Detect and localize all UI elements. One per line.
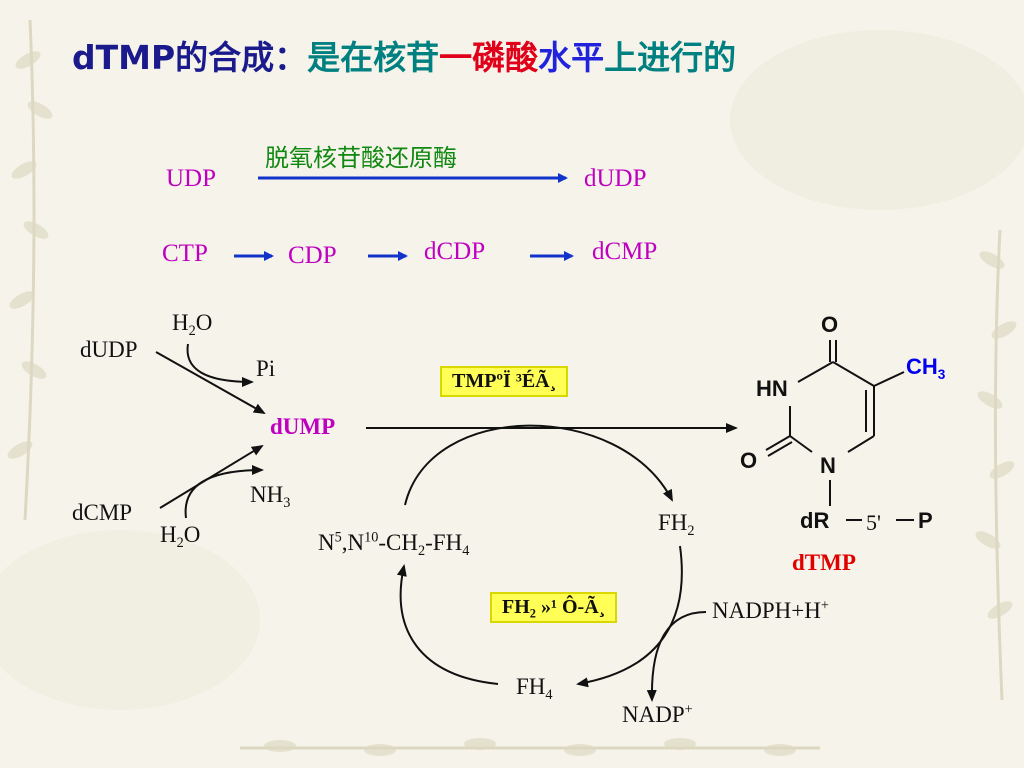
pi-label: Pi [256,356,276,381]
structure-p: P [918,508,933,533]
dcdp-label: dCDP [424,238,486,265]
fh2-label: FH2 [658,510,695,539]
dudp-pathway-label: dUDP [80,337,138,362]
structure-dr: dR [800,508,830,533]
methylene-thf-label: N5,N10-CH2-FH4 [318,529,470,559]
nadp-label: NADP+ [622,701,693,727]
cdp-label: CDP [288,242,337,269]
dcmp-pathway-label: dCMP [72,500,133,525]
dump-label: dUMP [270,414,336,439]
h2o-in-pi-out-curve [186,343,254,387]
cofactor-to-fh2-arc [404,424,673,506]
structure-o-top: O [821,312,839,337]
title-part-1: 是在 [307,38,374,77]
nh3-label: NH3 [250,482,291,511]
dcmp-top-label: dCMP [592,238,658,265]
reductase-enzyme-label: 脱氧核苷酸还原酶 [265,144,457,172]
nadph-label: NADPH+H+ [712,597,829,623]
structure-ch3: CH3 [906,354,946,382]
title-part-2: 核苷 [373,38,440,77]
h2o-in-nh3-out-curve [184,465,264,519]
title-part-3: 一磷酸 [439,38,539,77]
h2o-top-label: H2O [172,310,213,339]
fh4-to-cofactor-arc [396,564,499,685]
dudp-to-dump-arrow [155,351,266,414]
structure-n: N [820,453,836,478]
structure-hn: HN [756,376,788,401]
structure-o-left: O [740,448,758,473]
title-part-4: 水平 [538,38,605,77]
slide-title: dTMP的合成：是在核苷一磷酸水平上进行的 [72,38,736,78]
nadph-to-nadp-curve [646,611,707,702]
fh4-label: FH4 [516,674,553,703]
dudp-label: dUDP [584,165,647,192]
title-prefix: dTMP的合成： [72,38,308,77]
ctp-label: CTP [162,240,208,267]
h2o-bottom-label: H2O [160,522,201,551]
dhfr-enzyme-label: FH2 »¹ Ô-Ã¸ [490,592,618,623]
dtmp-name-label: dTMP [792,550,856,575]
pyrimidine-ring [765,340,914,521]
thymidylate-synthase-label: TMPºÏ ³ÉÃ¸ [440,366,569,397]
structure-5prime: 5' [866,510,881,535]
title-part-5: 上进行的 [604,38,737,77]
udp-label: UDP [166,165,217,192]
